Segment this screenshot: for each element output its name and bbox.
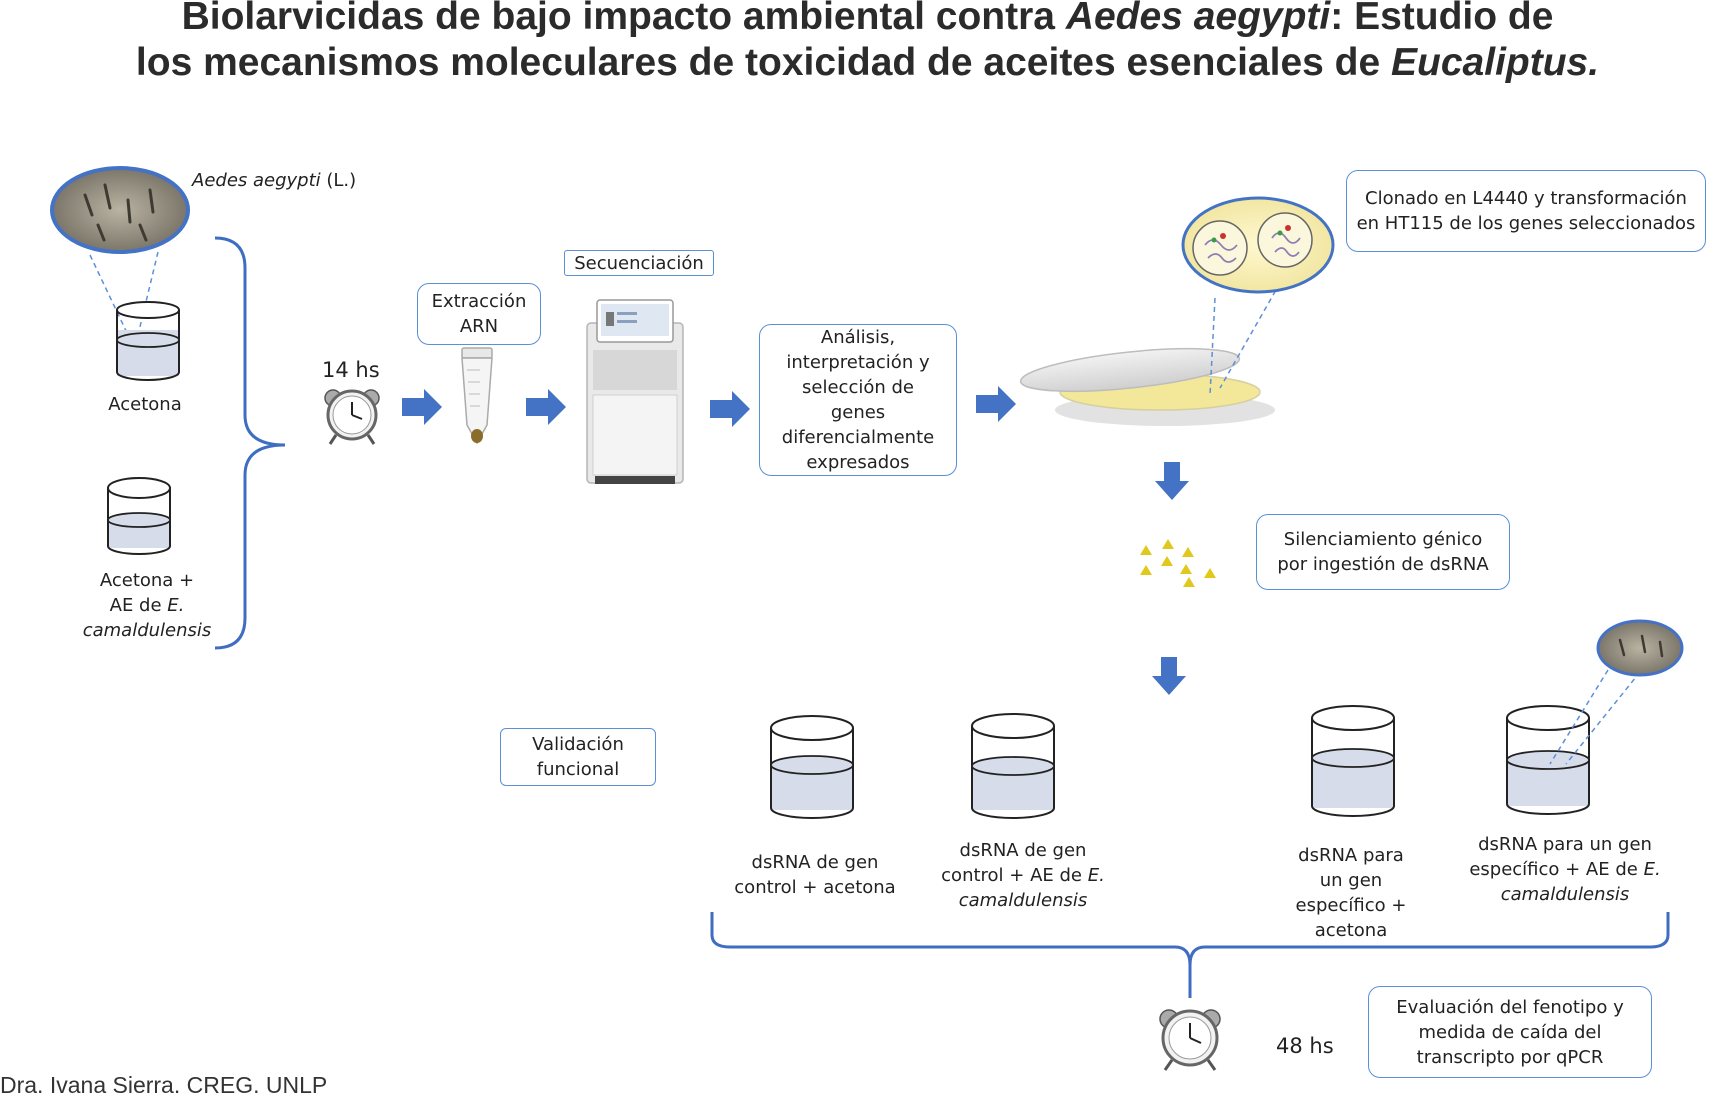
beaker-t2-icon [971, 713, 1055, 819]
beaker-t1-icon [770, 715, 854, 819]
silenciamiento-box: Silenciamiento génico por ingestión de d… [1256, 514, 1510, 590]
page-title: Biolarvicidas de bajo impacto ambiental … [0, 0, 1735, 86]
larvae-magnifier-small-icon [1549, 619, 1684, 765]
treatment-4-label: dsRNA para un gen específico + AE de E. … [1469, 834, 1661, 905]
time-14hs: 14 hs [322, 358, 380, 382]
arrow-down-icon [1155, 462, 1189, 500]
time-48hs: 48 hs [1276, 1034, 1334, 1058]
clonado-box: Clonado en L4440 y transformación en HT1… [1346, 170, 1706, 252]
beaker-acetona-ae-icon [107, 477, 171, 555]
title-text: los mecanismos moleculares de toxicidad … [135, 41, 1392, 84]
species-label: Aedes aegypti (L.) [192, 170, 357, 191]
beaker-acetona-label: Acetona [108, 394, 182, 415]
validacion-box: Validación funcional [500, 728, 656, 786]
treatment-3-label: dsRNA para un gen específico + acetona [1295, 845, 1407, 941]
arrow-right-icon [402, 389, 442, 425]
sequencer-machine-icon [586, 299, 684, 484]
treatment-2-label: dsRNA de gen control + AE de E. camaldul… [941, 840, 1105, 911]
author-credit: Dra. Ivana Sierra. CREG. UNLP [0, 1072, 328, 1098]
arrow-right-icon [976, 386, 1016, 422]
title-text: : Estudio de [1330, 0, 1554, 38]
title-species: Aedes aegypti [1065, 0, 1331, 38]
evaluacion-box: Evaluación del fenotipo y medida de caíd… [1368, 986, 1652, 1078]
bacteria-magnifier-icon [1181, 196, 1335, 396]
title-text: Biolarvicidas de bajo impacto ambiental … [181, 0, 1066, 38]
beaker-acetona-ae-label: Acetona + AE de E. camaldulensis [82, 570, 212, 641]
beaker-t3-icon [1311, 705, 1395, 817]
petri-dish-icon [1019, 347, 1275, 426]
falcon-tube-icon [461, 347, 493, 445]
secuenciacion-box: Secuenciación [564, 250, 714, 276]
alarm-clock-2-icon [1159, 1009, 1221, 1071]
left-brace [214, 236, 286, 650]
bottom-bracket [710, 912, 1670, 998]
alarm-clock-icon [324, 389, 380, 445]
arrow-down-icon [1152, 657, 1186, 695]
beaker-t4-icon [1506, 705, 1590, 815]
arrow-right-icon [526, 389, 566, 425]
dsrna-particles-icon [1140, 539, 1216, 587]
arrow-right-icon [710, 391, 750, 427]
flow-arrows [402, 386, 1189, 695]
treatment-1-label: dsRNA de gen control + acetona [734, 852, 896, 898]
extraccion-arn-box: Extracción ARN [417, 283, 541, 345]
analisis-box: Análisis, interpretación y selección de … [759, 324, 957, 476]
larvae-magnifier-icon [50, 166, 190, 336]
beaker-acetona-icon [116, 301, 180, 381]
title-genus: Eucaliptus. [1391, 41, 1600, 84]
